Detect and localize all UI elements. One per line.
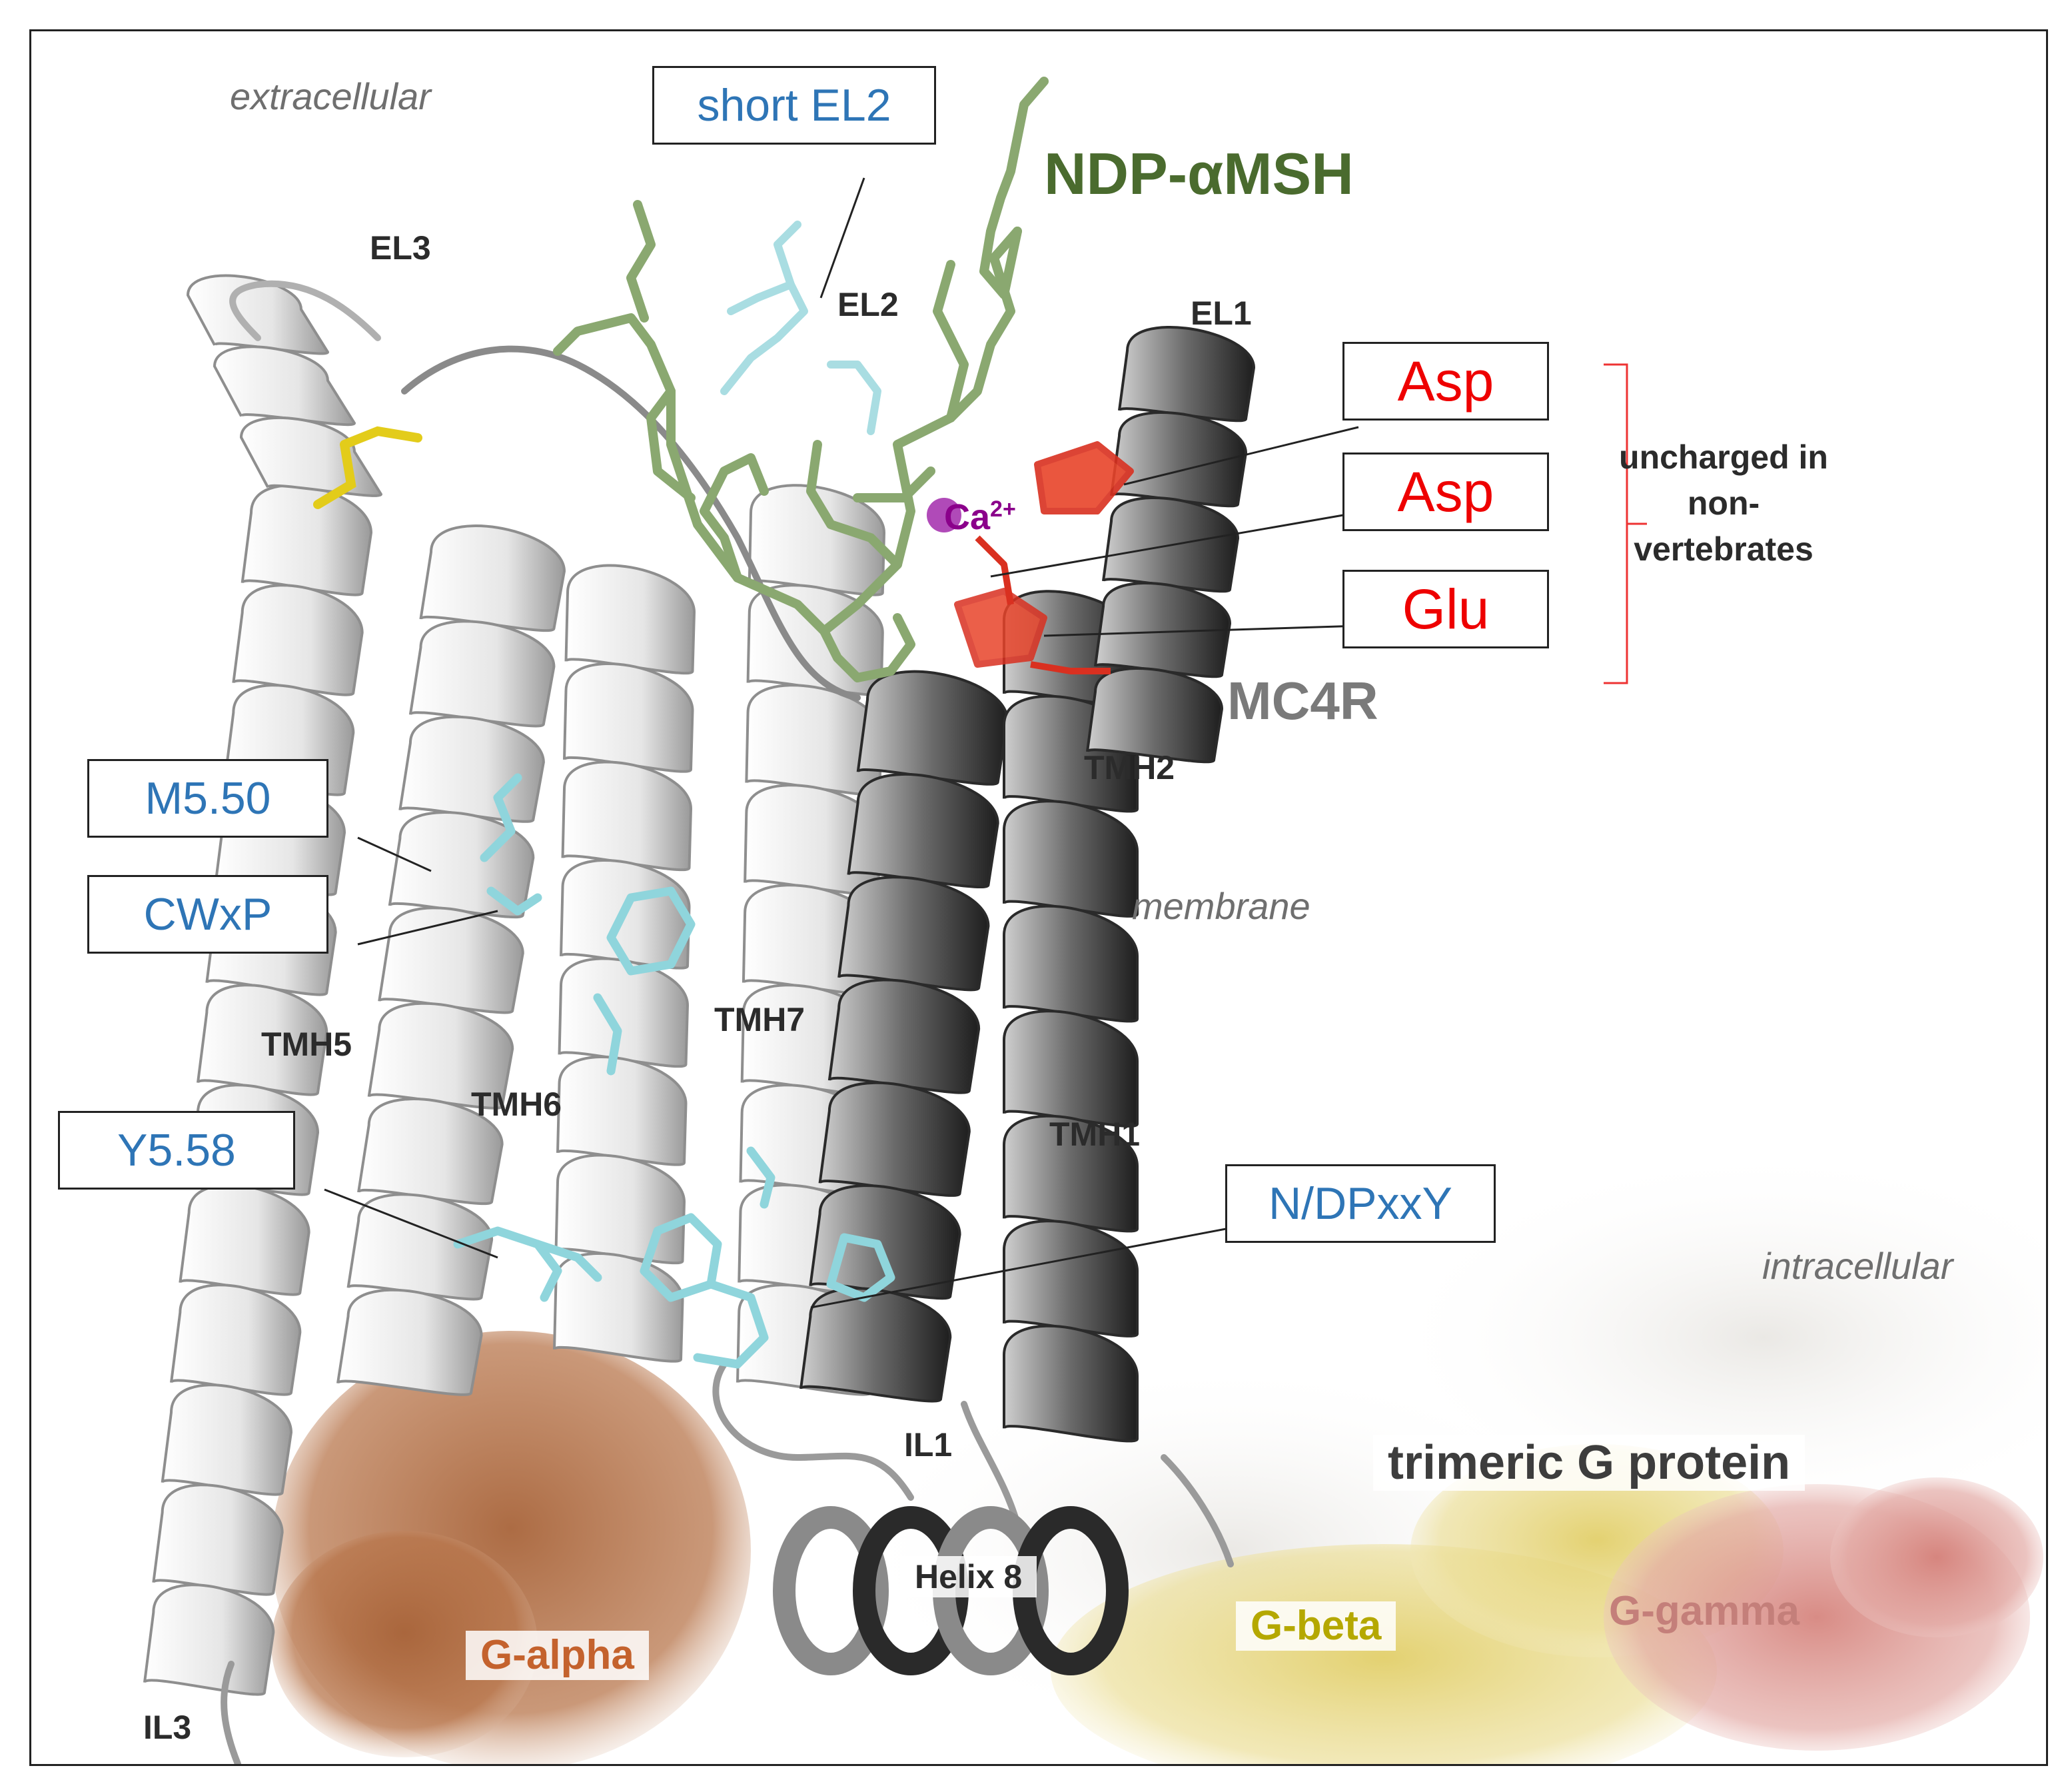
helix-ribbon-turn [553, 1252, 684, 1363]
helix-ribbon-turn [1110, 411, 1248, 508]
helix-ribbon-turn [143, 1583, 275, 1696]
cwxp-box: CWxP [87, 875, 328, 954]
helix-ribbon-turn [232, 584, 364, 696]
calcium-symbol: Ca [944, 497, 991, 537]
helix-ribbon-turn [161, 1383, 293, 1496]
helix-ribbon-turn [197, 984, 328, 1096]
g-gamma-label: G-gamma [1609, 1588, 1800, 1634]
el2-sticks [720, 221, 881, 435]
helix-ribbon-turn [367, 1002, 514, 1110]
membrane-label: membrane [1132, 885, 1310, 927]
asp-box-1: Asp [1342, 342, 1549, 421]
helix-ribbon-turn [1086, 666, 1224, 764]
extracellular-label: extracellular [230, 75, 431, 117]
helix-ribbon-turn [1003, 800, 1139, 918]
calcium-charge: 2+ [990, 496, 1016, 522]
tmh5-label: TMH5 [261, 1026, 352, 1063]
uncharged-bracket [1604, 363, 1647, 684]
helix-ribbon-turn [856, 670, 1009, 786]
helix-ribbon-turn [748, 484, 886, 596]
ndpxxy-box: N/DPxxY [1225, 1164, 1496, 1243]
helix-ribbon-turn [336, 1288, 483, 1396]
helix-ribbon-turn [556, 1056, 688, 1166]
g-beta-label: G-beta [1236, 1601, 1396, 1651]
tmh2-label: TMH2 [1084, 749, 1175, 786]
helix-ribbon-turn [558, 957, 690, 1068]
helix-ribbon-turn [398, 715, 545, 823]
helix-ribbon-turn [564, 564, 696, 675]
il1-label: IL1 [904, 1426, 953, 1463]
el2-label: EL2 [837, 286, 899, 323]
helix-ribbon-turn [213, 345, 356, 427]
acidic-residues [954, 441, 1134, 674]
tmh6-label: TMH6 [471, 1086, 562, 1123]
g-protein-label: trimeric G protein [1373, 1435, 1806, 1491]
calcium-label: Ca2+ [944, 498, 1016, 535]
helix8-label: Helix 8 [900, 1556, 1037, 1597]
helix-ribbon-turn [1003, 1010, 1139, 1128]
helix-ribbon-turn [241, 484, 373, 596]
helix-ribbon-turn [419, 524, 566, 632]
helix-ribbon-turn [554, 1154, 686, 1265]
helix8-coil-turn [773, 1506, 889, 1675]
helix-ribbon-turn [1003, 904, 1139, 1023]
helix-ribbon-turn [563, 662, 694, 773]
helix-ribbon-turn [378, 906, 524, 1014]
el1-label: EL1 [1191, 295, 1252, 332]
helix-ribbon-turn [408, 620, 556, 728]
tmh7-label: TMH7 [714, 1001, 805, 1038]
receptor-label: MC4R [1227, 671, 1378, 730]
helix-ribbon-turn [818, 1081, 971, 1197]
el3-label: EL3 [370, 229, 431, 267]
helix-ribbon-turn [170, 1284, 302, 1396]
glu-box: Glu [1342, 570, 1549, 648]
il3-label: IL3 [143, 1709, 192, 1746]
uncharged-line-1: uncharged in [1619, 439, 1828, 476]
motif-residues [453, 773, 895, 1369]
helix-ribbon-turn [179, 1184, 310, 1296]
helix-ribbon-turn [346, 1193, 494, 1301]
g-alpha-label: G-alpha [466, 1631, 649, 1680]
y558-box: Y5.58 [58, 1111, 295, 1190]
calcium-ion-sphere [927, 498, 961, 532]
helix-ribbon-turn [186, 274, 330, 355]
m550-box: M5.50 [87, 759, 328, 838]
short-el2-box: short EL2 [652, 66, 936, 145]
helix-ribbon-turn [837, 876, 990, 992]
ligand-label: NDP-αMSH [1044, 141, 1354, 207]
helix-ribbon-turn [1003, 1324, 1139, 1443]
molecular-structure-illustration [143, 77, 2046, 1764]
uncharged-line-3: vertebrates [1634, 530, 1813, 568]
helix-ribbon-turn [1003, 1220, 1139, 1337]
asp-box-2: Asp [1342, 452, 1549, 531]
ligand-sticks [553, 77, 1049, 682]
helix-ribbon-turn [152, 1483, 284, 1596]
uncharged-note: uncharged in non- vertebrates [1617, 435, 1830, 572]
leader-lines [324, 177, 1359, 1309]
helix-ribbon-turn [847, 773, 999, 888]
helix-ribbon-turn [827, 978, 981, 1094]
helix-ribbon-turn [1003, 1114, 1139, 1233]
uncharged-line-2: non- [1687, 484, 1760, 522]
figure-frame: extracellular membrane intracellular NDP… [29, 29, 2048, 1766]
intracellular-label: intracellular [1762, 1245, 1953, 1287]
tmh1-label: TMH1 [1049, 1116, 1141, 1153]
helix-ribbon-turn [1094, 581, 1232, 678]
helix-ribbon-turn [357, 1098, 504, 1206]
helix-ribbon-turn [561, 760, 693, 872]
helix-ribbon-turn [1118, 325, 1256, 423]
helix-ribbon-turn [239, 417, 383, 497]
